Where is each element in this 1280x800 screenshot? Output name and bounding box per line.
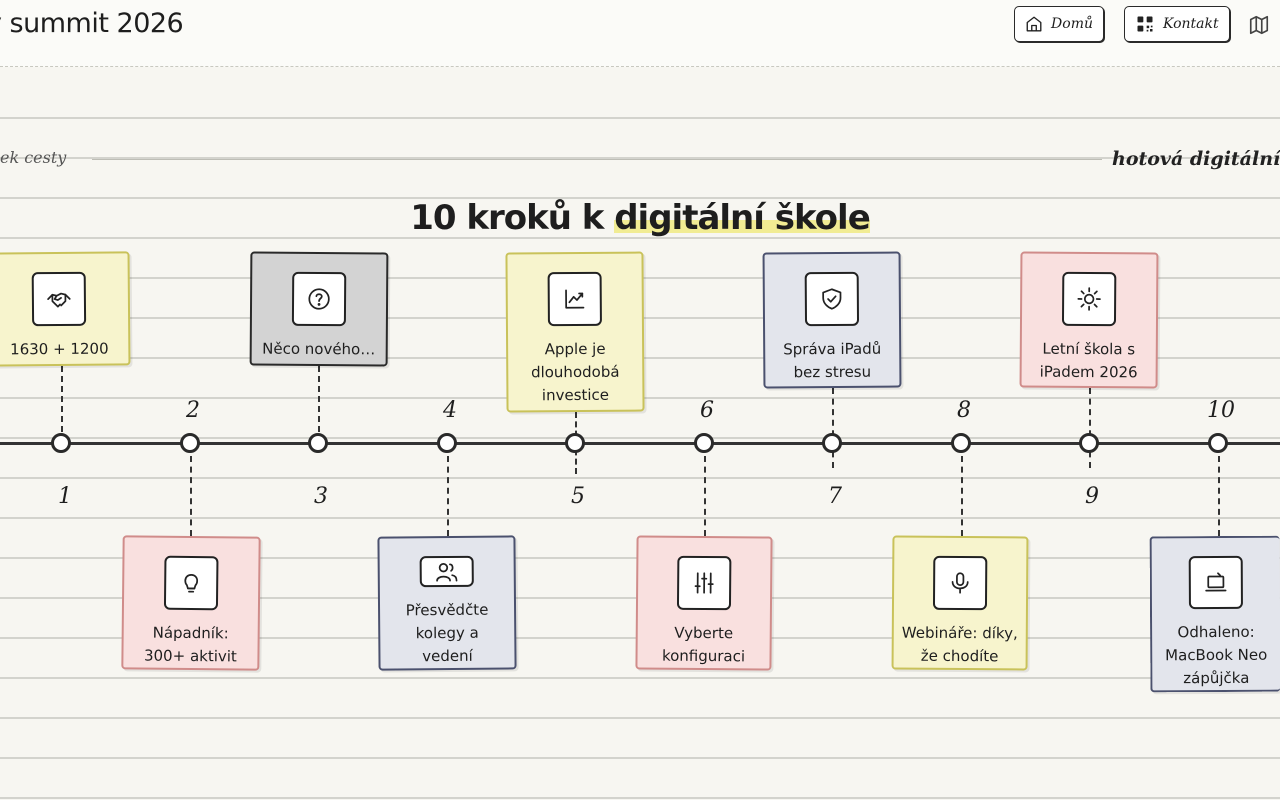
home-icon bbox=[1026, 16, 1042, 32]
timeline-title-prefix: 10 kroků k bbox=[410, 198, 615, 238]
step-2-label: Nápadník: 300+ aktivit bbox=[143, 623, 237, 666]
step-10-number: 10 bbox=[1207, 398, 1235, 423]
top-bar: ý summit 2026 Domů Kontakt bbox=[0, 0, 1280, 67]
page-title: ý summit 2026 bbox=[0, 8, 184, 39]
step-6-icon-box bbox=[676, 555, 732, 611]
step-connector bbox=[447, 456, 449, 536]
step-10-label: Odhaleno: MacBook Neo zápůjčka bbox=[1165, 622, 1268, 688]
nav-home-button[interactable]: Domů bbox=[1014, 6, 1104, 42]
step-7-node[interactable] bbox=[822, 433, 842, 453]
shield-check-icon bbox=[822, 288, 842, 310]
step-10-node[interactable] bbox=[1208, 433, 1228, 453]
step-connector bbox=[190, 456, 192, 536]
step-1-label: 1630 + 1200 bbox=[10, 339, 109, 359]
step-4-number: 4 bbox=[443, 398, 457, 423]
step-3-number: 3 bbox=[314, 484, 328, 509]
step-10-card[interactable]: Odhaleno: MacBook Neo zápůjčka bbox=[1149, 535, 1280, 693]
step-2-node[interactable] bbox=[180, 433, 200, 453]
step-5-label: Apple je dlouhodobá investice bbox=[530, 339, 620, 405]
step-connector bbox=[61, 366, 63, 432]
sliders-icon bbox=[694, 572, 714, 594]
step-2-card[interactable]: Nápadník: 300+ aktivit bbox=[121, 535, 261, 671]
chart-line-icon bbox=[565, 289, 585, 309]
step-7-icon-box bbox=[804, 271, 860, 327]
step-5-icon-box bbox=[547, 271, 602, 327]
step-9-number: 9 bbox=[1085, 484, 1099, 509]
question-icon bbox=[308, 288, 330, 310]
step-7-number: 7 bbox=[828, 484, 842, 509]
step-6-node[interactable] bbox=[694, 433, 714, 453]
sun-icon bbox=[1077, 287, 1101, 311]
step-8-card[interactable]: Webináře: díky, že chodíte bbox=[891, 535, 1029, 671]
ruled-background bbox=[0, 66, 1280, 800]
step-6-card[interactable]: Vyberte konfiguraci bbox=[635, 535, 773, 671]
step-8-icon-box bbox=[932, 555, 988, 611]
step-3-icon-box bbox=[291, 271, 347, 327]
step-9-card[interactable]: Letní škola s iPadem 2026 bbox=[1019, 251, 1159, 389]
step-1-card[interactable]: 1630 + 1200 bbox=[0, 251, 131, 367]
users-icon bbox=[436, 562, 458, 582]
step-5-node[interactable] bbox=[565, 433, 585, 453]
step-connector bbox=[704, 456, 706, 536]
laptop-icon bbox=[1205, 571, 1227, 591]
step-4-label: Přesvědčte kolegy a vedení bbox=[405, 600, 489, 666]
step-6-label: Vyberte konfiguraci bbox=[661, 623, 746, 666]
step-connector bbox=[961, 456, 963, 536]
step-4-node[interactable] bbox=[437, 433, 457, 453]
step-6-number: 6 bbox=[700, 398, 714, 423]
timeline-start-label: átek cesty bbox=[0, 148, 67, 167]
nav-contact-label: Kontakt bbox=[1163, 16, 1219, 32]
step-5-number: 5 bbox=[571, 484, 585, 509]
lightbulb-icon bbox=[184, 574, 199, 593]
step-1-icon-box bbox=[31, 271, 87, 327]
handshake-icon bbox=[47, 292, 71, 308]
step-1-number: 1 bbox=[58, 484, 72, 509]
step-7-label: Správa iPadů bez stresu bbox=[783, 339, 882, 382]
step-2-icon-box bbox=[163, 555, 219, 611]
step-connector bbox=[1218, 456, 1220, 536]
nav-home-label: Domů bbox=[1051, 16, 1093, 32]
step-connector bbox=[1089, 388, 1091, 468]
step-8-node[interactable] bbox=[951, 433, 971, 453]
step-10-icon-box bbox=[1188, 555, 1243, 610]
step-9-node[interactable] bbox=[1079, 433, 1099, 453]
nav-contact-button[interactable]: Kontakt bbox=[1124, 6, 1230, 42]
step-1-node[interactable] bbox=[51, 433, 71, 453]
step-3-card[interactable]: Něco nového… bbox=[249, 251, 389, 367]
timeline-end-label: hotová digitální šk bbox=[1112, 148, 1280, 170]
timeline-title-highlight: digitální škole bbox=[614, 198, 871, 238]
microphone-icon bbox=[951, 572, 969, 594]
step-3-label: Něco nového… bbox=[262, 339, 376, 359]
step-4-card[interactable]: Přesvědčte kolegy a vedení bbox=[377, 535, 517, 671]
start-end-guide-line bbox=[92, 159, 1102, 160]
timeline-axis bbox=[0, 442, 1280, 445]
step-7-card[interactable]: Správa iPadů bez stresu bbox=[762, 251, 902, 389]
step-5-card[interactable]: Apple je dlouhodobá investice bbox=[505, 251, 645, 413]
step-connector bbox=[318, 366, 320, 432]
step-8-number: 8 bbox=[957, 398, 971, 423]
step-9-label: Letní škola s iPadem 2026 bbox=[1039, 339, 1138, 382]
step-8-label: Webináře: díky, že chodíte bbox=[901, 623, 1018, 666]
step-3-node[interactable] bbox=[308, 433, 328, 453]
timeline-title: 10 kroků k digitální škole bbox=[0, 198, 1280, 238]
qr-code-icon bbox=[1137, 16, 1153, 32]
step-9-icon-box bbox=[1061, 271, 1117, 327]
step-2-number: 2 bbox=[186, 398, 200, 423]
map-icon[interactable] bbox=[1248, 14, 1270, 36]
step-connector bbox=[832, 388, 834, 468]
step-4-icon-box bbox=[419, 555, 474, 588]
